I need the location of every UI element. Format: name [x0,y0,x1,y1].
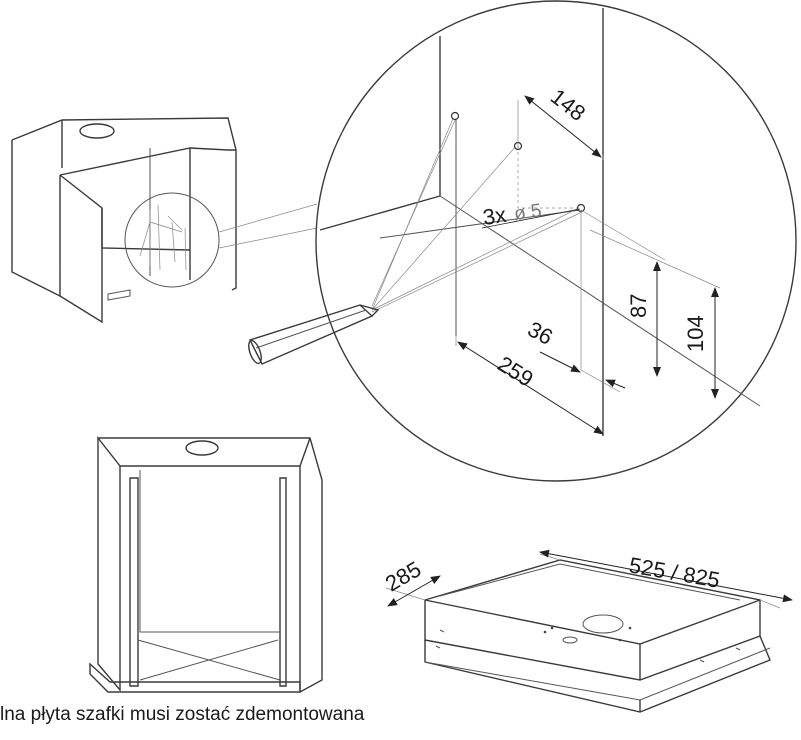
dim-36-label: 36 [524,316,557,350]
callout-line [218,227,318,249]
caption-text: lna płyta szafki musi zostać zdemontowan… [0,704,365,725]
dim-104-label: 104 [683,315,708,352]
dim-148-label: 148 [546,84,590,126]
drill-hole [450,111,460,121]
cabinet-bottom-removed [89,435,323,693]
dim-87-label: 87 [626,294,651,318]
detail-magnifier: 148 3x ø 5 87 104 36 259 [315,0,797,482]
pencil-icon [248,304,380,365]
hole-diameter-label: ø 5 [513,200,543,225]
hood-depth-label: 285 [381,556,425,596]
callout-line [218,203,318,233]
range-hood: 285 525 / 825 [381,549,793,713]
holes-count-label: 3x [481,202,508,230]
dim-259-label: 259 [493,351,537,392]
cabinet-overview [11,117,237,324]
